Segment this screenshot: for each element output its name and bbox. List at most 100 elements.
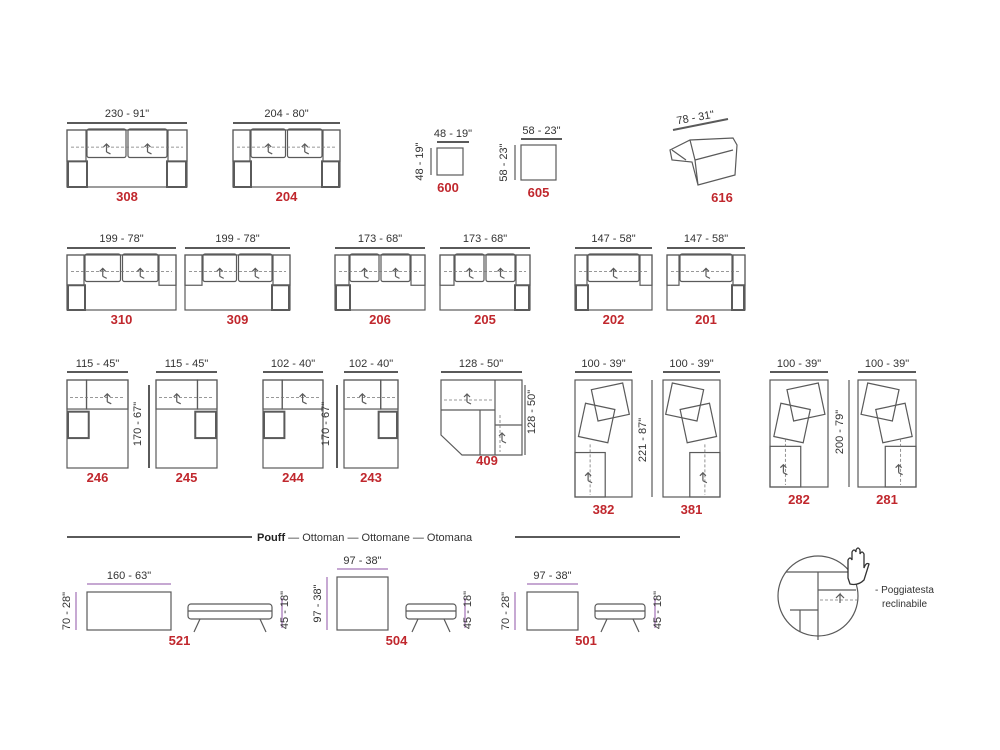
recline-arrow-icon [358,392,367,405]
recline-arrow-icon [264,143,273,155]
module-19: 100 - 39" 281 [857,358,917,507]
side-box [377,410,399,440]
height-label: 45 - 18" [462,591,474,629]
left-arm [334,254,350,286]
tilted-cushion [590,382,631,422]
back-cushion [286,128,323,159]
depth-label: 97 - 38" [312,584,324,622]
depth-label: 170 - 67" [132,402,144,446]
module-22: 97 - 38"70 - 28"45 - 18"501 [500,570,664,648]
back-cushion [121,253,159,283]
back-cushion [380,253,411,283]
width-label: 97 - 38" [533,570,571,582]
module-4: 78 - 31"616 [669,109,738,205]
module-7: 173 - 68" 206 [334,233,426,327]
recline-arrow-icon [584,471,593,484]
module-code: 282 [788,492,810,507]
module-13: 102 - 40"170 - 67"244 [262,358,338,485]
sofa-outline [66,129,188,188]
pouf-title-rest: — Ottoman — Ottomane — Otomana [285,532,473,544]
back-cushion [587,253,640,283]
depth-label: 128 - 50" [526,390,538,434]
sofa-outline [184,254,291,311]
arm [380,379,399,410]
module-2: 48 - 19"48 - 19"600 [414,128,472,195]
width-label: 173 - 68" [358,233,402,245]
depth-label: 170 - 67" [320,402,332,446]
recline-arrow-icon [251,267,260,279]
recline-arrow-icon [610,267,618,279]
width-label: 100 - 39" [865,358,909,370]
recline-arrow-icon [463,393,472,405]
module-code: 409 [476,453,498,468]
tilted-cushion [664,382,705,422]
module-code: 246 [87,470,109,485]
module-code: 201 [695,312,717,327]
module-code: 501 [575,633,597,648]
module-code: 206 [369,312,391,327]
left-arm [232,129,251,162]
recline-arrow-icon [136,267,145,279]
module-code: 382 [593,502,615,517]
module-6: 199 - 78"309 [184,233,291,327]
chaise-outline [343,379,399,469]
recline-arrow-icon [216,267,225,279]
recline-arrow-icon [392,267,400,279]
back-cushion [202,253,238,283]
right-arm [515,254,531,286]
module-14: 102 - 40"243 [343,358,399,485]
left-arm [66,129,87,162]
pouf-legs [188,610,272,633]
corner-outline [440,379,523,456]
tilted-cushion [786,382,826,422]
module-0: 230 - 91"308 [66,108,188,204]
chaise-outline [662,379,721,498]
width-label: 199 - 78" [99,233,143,245]
depth-label: 58 - 23" [498,143,510,181]
right-arm [158,254,177,286]
module-code: 521 [169,633,191,648]
tilted-cushion [773,402,811,444]
reclining-headrest-detail: - Poggiatesta reclinabile [777,547,934,640]
pouf-top-view [526,591,579,631]
module-code: 204 [276,189,298,204]
recline-arrow-icon [301,143,310,155]
width-label: 102 - 40" [271,358,315,370]
side-box [271,284,290,311]
chaise-outline [66,379,129,469]
tilted-cushion [860,382,900,422]
module-outline [520,144,557,181]
width-label: 115 - 45" [76,358,120,370]
width-label: 173 - 68" [463,233,507,245]
back-cushion [485,253,516,283]
module-code: 281 [876,492,898,507]
detail-label-line1: - Poggiatesta [875,585,934,596]
arm [262,379,283,410]
left-arm [574,254,588,286]
module-5: 199 - 78"310 [66,233,177,327]
module-12: 115 - 45"245 [155,358,218,485]
pouf-legs [595,610,645,633]
depth-label: 221 - 87" [637,418,649,462]
width-label: 204 - 80" [264,108,308,120]
side-box [194,410,217,440]
sofa-outline [232,129,341,188]
module-11: 115 - 45" 170 - 67" 246 [66,358,150,485]
module-code: 309 [227,312,249,327]
module-code: 205 [474,312,496,327]
footrest-box [574,451,606,498]
back-cushion [349,253,380,283]
recline-arrow-icon [699,471,708,484]
right-arm [272,254,291,286]
back-cushion [250,128,287,159]
side-box [575,284,589,311]
left-arm [66,254,85,286]
left-arm [439,254,455,286]
module-20: 160 - 63"70 - 28"45 - 18"521 [61,570,291,648]
right-arm [167,129,188,162]
module-code: 381 [681,502,703,517]
width-label: 147 - 58" [591,233,635,245]
module-code: 243 [360,470,382,485]
side-box [67,160,88,189]
footrest-box [689,451,721,498]
